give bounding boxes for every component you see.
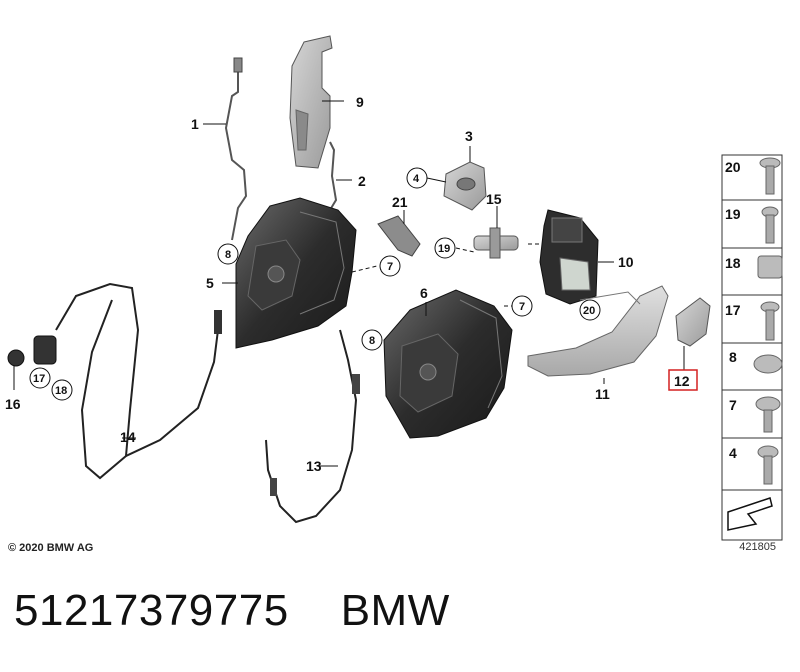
striker-part-3 <box>426 146 487 211</box>
cable-part-14 <box>33 282 222 480</box>
callout-4: 4 <box>413 173 420 185</box>
callout-3: 3 <box>465 128 473 144</box>
panel-item-18: 18 <box>725 255 741 271</box>
callout-6: 6 <box>420 285 428 301</box>
screw-8-icon <box>753 354 783 374</box>
screw-4-icon <box>757 445 779 485</box>
panel-item-17: 17 <box>725 302 741 318</box>
callout-7a: 7 <box>387 261 393 273</box>
callout-16: 16 <box>5 396 21 412</box>
callout-8a: 8 <box>225 249 231 261</box>
callout-19: 19 <box>438 243 450 255</box>
nut-clip-18-icon <box>757 255 783 279</box>
panel-item-7: 7 <box>729 397 737 413</box>
callout-20: 20 <box>583 305 595 317</box>
grommet-part-16 <box>7 349 25 390</box>
lock-actuator-part-5 <box>222 197 357 349</box>
callout-8b: 8 <box>369 335 375 347</box>
rod-part-1 <box>203 57 248 241</box>
callout-11: 11 <box>595 386 610 402</box>
cap-part-12 <box>675 297 711 370</box>
callout-14: 14 <box>120 429 136 445</box>
callout-21: 21 <box>392 194 408 210</box>
handle-carrier-part-10 <box>539 209 614 305</box>
leader-lines <box>351 243 540 307</box>
cover-part-9 <box>289 35 344 169</box>
callout-18: 18 <box>55 385 67 397</box>
screw-7-icon <box>755 396 781 433</box>
panel-item-20: 20 <box>725 159 741 175</box>
bracket-part-21 <box>377 210 421 257</box>
panel-item-8: 8 <box>729 349 737 365</box>
callout-10: 10 <box>618 254 634 270</box>
callout-17: 17 <box>33 373 45 385</box>
fastener-panel: 20 19 18 17 8 7 4 <box>721 154 783 541</box>
arrow-icon <box>727 497 773 531</box>
cable-part-13 <box>265 329 360 524</box>
lock-actuator-part-6 <box>383 289 513 439</box>
screw-17-icon <box>760 301 780 341</box>
circled-callouts: 4 8 7 19 7 20 8 17 18 <box>29 167 601 401</box>
callout-15: 15 <box>486 191 502 207</box>
panel-item-19: 19 <box>725 206 741 222</box>
callout-7b: 7 <box>519 301 525 313</box>
rod-part-2 <box>329 141 352 211</box>
callout-12-highlight <box>668 369 698 391</box>
callout-1: 1 <box>191 116 199 132</box>
image-code: 421805 <box>739 541 776 553</box>
copyright-text: © 2020 BMW AG <box>8 542 94 554</box>
brand-name: BMW <box>340 586 450 635</box>
bolt-part-15 <box>473 206 519 259</box>
callout-13: 13 <box>306 458 322 474</box>
door-handle-part-11 <box>527 285 669 384</box>
part-line: 51217379775 BMW <box>14 586 450 636</box>
callout-12: 12 <box>674 373 690 389</box>
part-number: 51217379775 <box>14 586 289 635</box>
callout-5: 5 <box>206 275 214 291</box>
callout-9: 9 <box>356 94 364 110</box>
panel-item-4: 4 <box>729 445 737 461</box>
screw-20-icon <box>759 157 781 195</box>
screw-19-icon <box>761 206 779 244</box>
callout-2: 2 <box>358 173 366 189</box>
